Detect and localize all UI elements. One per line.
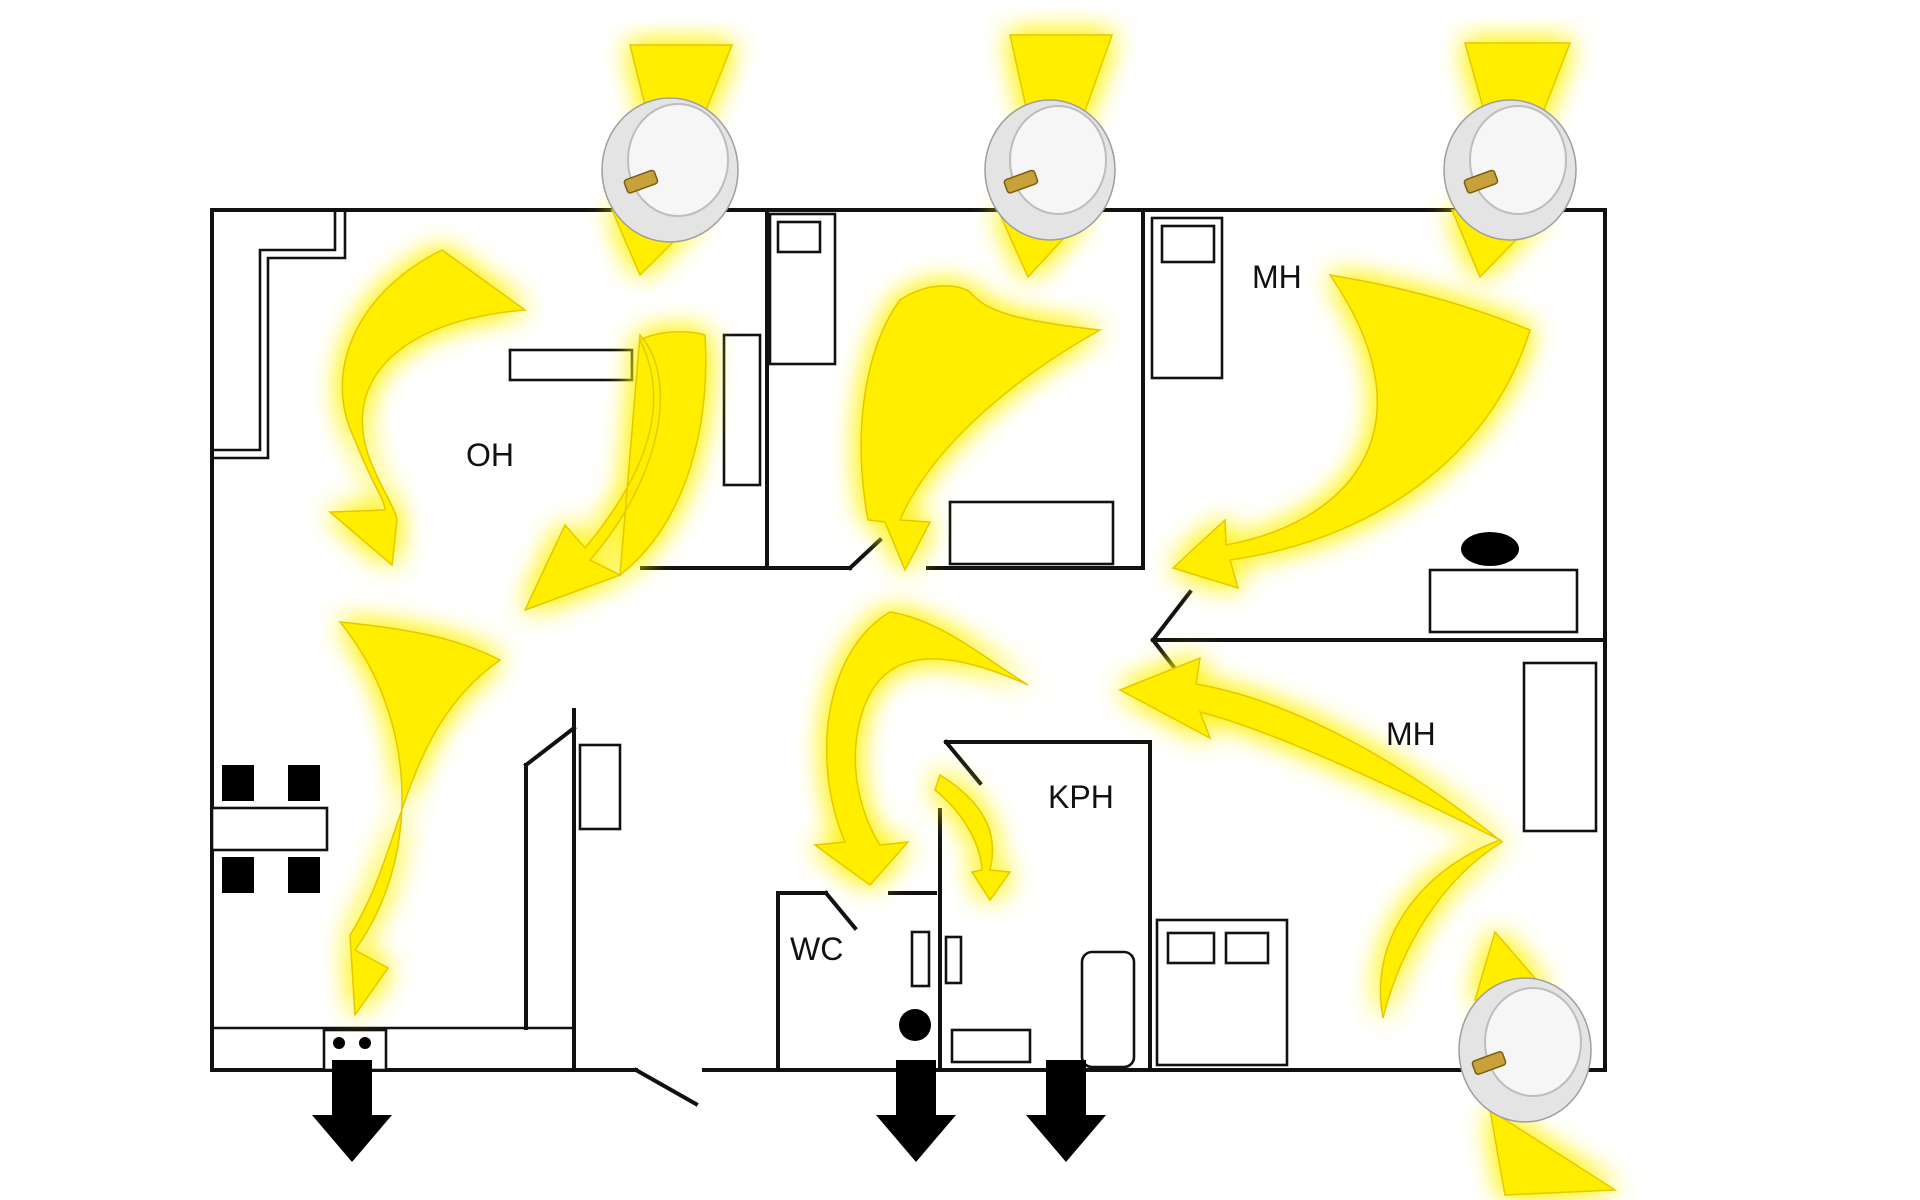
room-label-bathroom: KPH bbox=[1048, 779, 1114, 815]
room-label-bedroom-top-right: MH bbox=[1252, 259, 1302, 295]
airflow-arrow bbox=[934, 773, 1012, 902]
airflow-arrows bbox=[328, 249, 1531, 1019]
wall-air-inlet-valve-icon bbox=[601, 44, 739, 277]
airflow-arrow bbox=[1171, 273, 1531, 590]
wall-air-inlet-valve-icon bbox=[984, 34, 1116, 279]
exhaust-arrow-icon bbox=[1026, 1060, 1106, 1162]
airflow-arrow bbox=[328, 249, 528, 567]
wall-air-inlet-valve-icon bbox=[1458, 930, 1618, 1196]
room-label-bedroom-right: MH bbox=[1386, 716, 1436, 752]
airflow-arrow bbox=[338, 621, 502, 1018]
lamp-icon bbox=[1461, 532, 1519, 566]
chair-icon bbox=[222, 857, 254, 893]
room-label-living-room: OH bbox=[466, 437, 514, 473]
furniture bbox=[210, 210, 1598, 1072]
wall-air-inlet-valve-icon bbox=[1443, 42, 1577, 279]
room-label-toilet: WC bbox=[790, 931, 843, 967]
supply-valves bbox=[601, 34, 1618, 1196]
airflow-arrow bbox=[1118, 656, 1504, 1019]
exhaust-points bbox=[312, 1060, 1106, 1162]
chair-icon bbox=[288, 765, 320, 801]
room-labels: OH MH MH KPH WC bbox=[466, 259, 1436, 967]
airflow-arrow bbox=[523, 330, 707, 612]
chair-icon bbox=[222, 765, 254, 801]
chair-icon bbox=[288, 857, 320, 893]
exhaust-arrow-icon bbox=[876, 1060, 956, 1162]
airflow-arrow bbox=[860, 285, 1103, 572]
airflow-arrow bbox=[812, 611, 1029, 887]
exhaust-arrow-icon bbox=[312, 1060, 392, 1162]
